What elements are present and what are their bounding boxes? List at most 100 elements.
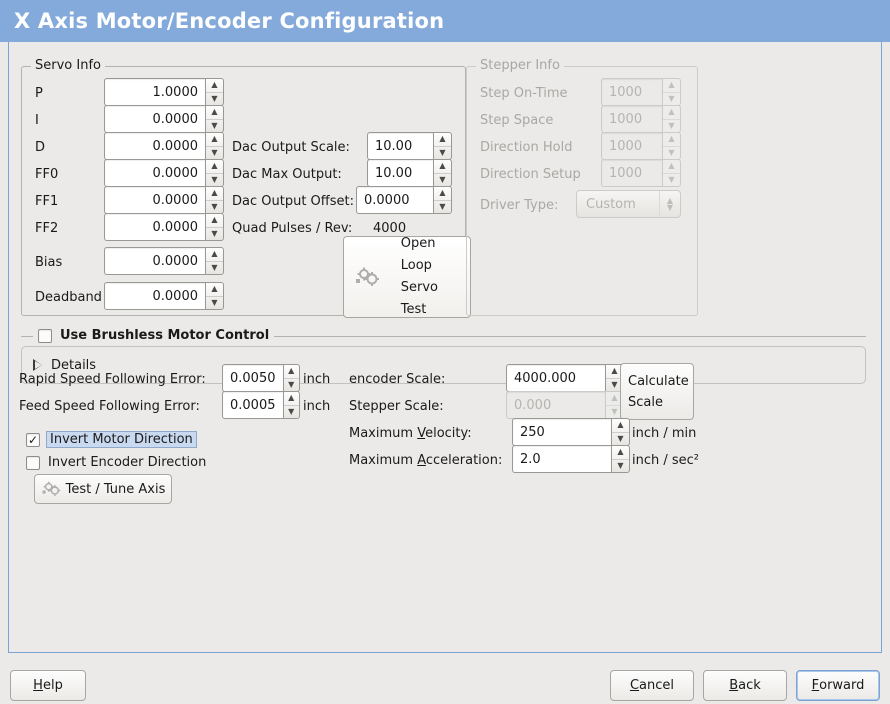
spin-maximum-acceleration[interactable]: 2.0 ▲ ▼	[512, 445, 630, 473]
invert-motor-direction-checkbox[interactable]: ✓ Invert Motor Direction	[26, 431, 197, 448]
spin-rapid-buttons[interactable]: ▲ ▼	[282, 364, 300, 392]
spin-down-icon[interactable]: ▼	[206, 172, 223, 187]
spin-ff2-buttons[interactable]: ▲ ▼	[205, 213, 224, 241]
chevron-updown-icon: ▲▼	[659, 191, 680, 217]
spin-ff0-buttons[interactable]: ▲ ▼	[205, 159, 224, 187]
spin-up-icon[interactable]: ▲	[211, 284, 218, 294]
spin-dac-output-scale[interactable]: 10.00 ▲ ▼	[367, 132, 452, 160]
spin-d-value[interactable]: 0.0000	[104, 132, 205, 160]
spin-up-icon[interactable]: ▲	[211, 161, 218, 171]
spin-up-icon[interactable]: ▲	[288, 366, 295, 376]
spin-dac-max-output-buttons[interactable]: ▲ ▼	[433, 159, 452, 187]
spin-down-icon[interactable]: ▼	[206, 226, 223, 241]
spin-p[interactable]: 1.0000 ▲ ▼	[104, 78, 224, 106]
spin-maximum-acceleration-value[interactable]: 2.0	[512, 445, 611, 473]
spin-d[interactable]: 0.0000 ▲ ▼	[104, 132, 224, 160]
spin-i-value[interactable]: 0.0000	[104, 105, 205, 133]
spin-up-icon[interactable]: ▲	[617, 420, 624, 430]
label-p: P	[35, 86, 43, 101]
spin-p-buttons[interactable]: ▲ ▼	[205, 78, 224, 106]
spin-down-icon[interactable]: ▼	[434, 199, 451, 214]
spin-down-icon[interactable]: ▼	[206, 118, 223, 133]
spin-i[interactable]: 0.0000 ▲ ▼	[104, 105, 224, 133]
spin-up-icon[interactable]: ▲	[211, 80, 218, 90]
spin-down-icon[interactable]: ▼	[283, 404, 299, 419]
spin-ff2[interactable]: 0.0000 ▲ ▼	[104, 213, 224, 241]
spin-deadband-buttons[interactable]: ▲ ▼	[205, 282, 224, 310]
spin-up-icon[interactable]: ▲	[439, 188, 446, 198]
servo-info-legend: Servo Info	[31, 58, 105, 74]
spin-ff2-value[interactable]: 0.0000	[104, 213, 205, 241]
checkbox-box[interactable]	[38, 328, 52, 343]
spin-up-icon[interactable]: ▲	[439, 161, 446, 171]
spin-feed-speed-following-error[interactable]: 0.0005 ▲ ▼	[222, 391, 300, 419]
spin-ff1-buttons[interactable]: ▲ ▼	[205, 186, 224, 214]
spin-up-icon[interactable]: ▲	[211, 188, 218, 198]
spin-step-on-time: 1000 ▲ ▼	[601, 78, 681, 106]
spin-ff0[interactable]: 0.0000 ▲ ▼	[104, 159, 224, 187]
spin-i-buttons[interactable]: ▲ ▼	[205, 105, 224, 133]
spin-down-icon[interactable]: ▼	[206, 295, 223, 310]
spin-up-icon[interactable]: ▲	[211, 215, 218, 225]
chevron-right-icon[interactable]	[33, 359, 42, 371]
spin-dac-output-offset-buttons[interactable]: ▲ ▼	[433, 186, 452, 214]
checkbox-box[interactable]: ✓	[26, 432, 40, 447]
spin-down-icon[interactable]: ▼	[206, 199, 223, 214]
spin-up-icon[interactable]: ▲	[439, 134, 446, 144]
spin-deadband[interactable]: 0.0000 ▲ ▼	[104, 282, 224, 310]
spin-maximum-velocity[interactable]: 250 ▲ ▼	[512, 418, 630, 446]
spin-bias[interactable]: 0.0000 ▲ ▼	[104, 247, 224, 275]
spin-maximum-acceleration-buttons[interactable]: ▲ ▼	[611, 445, 630, 473]
spin-up-icon[interactable]: ▲	[211, 249, 218, 259]
spin-down-icon[interactable]: ▼	[434, 145, 451, 160]
spin-up-icon[interactable]: ▲	[288, 393, 295, 403]
spin-dac-output-offset[interactable]: 0.0000 ▲ ▼	[356, 186, 452, 214]
use-brushless-motor-control-checkbox[interactable]: Use Brushless Motor Control	[33, 328, 275, 343]
invert-encoder-direction-checkbox[interactable]: Invert Encoder Direction	[26, 455, 206, 470]
spin-bias-value[interactable]: 0.0000	[104, 247, 205, 275]
spin-up-icon[interactable]: ▲	[611, 366, 618, 376]
spin-dac-max-output[interactable]: 10.00 ▲ ▼	[367, 159, 452, 187]
spin-feed-buttons[interactable]: ▲ ▼	[282, 391, 300, 419]
calculate-scale-button[interactable]: Calculate Scale	[620, 363, 694, 420]
spin-encoder-scale[interactable]: 4000.000 ▲ ▼	[506, 364, 624, 392]
spin-feed-speed-following-error-value[interactable]: 0.0005	[222, 391, 283, 419]
spin-ff1[interactable]: 0.0000 ▲ ▼	[104, 186, 224, 214]
spin-p-value[interactable]: 1.0000	[104, 78, 205, 106]
spin-down-icon[interactable]: ▼	[612, 458, 629, 473]
spin-down-icon[interactable]: ▼	[206, 145, 223, 160]
spin-dac-output-scale-buttons[interactable]: ▲ ▼	[433, 132, 452, 160]
spin-encoder-scale-value[interactable]: 4000.000	[506, 364, 605, 392]
spin-maximum-velocity-value[interactable]: 250	[512, 418, 611, 446]
spin-deadband-value[interactable]: 0.0000	[104, 282, 205, 310]
open-loop-servo-test-button[interactable]: Open Loop Servo Test	[343, 236, 471, 318]
spin-ff0-value[interactable]: 0.0000	[104, 159, 205, 187]
spin-down-icon[interactable]: ▼	[283, 377, 299, 392]
label-encoder-scale: encoder Scale:	[349, 372, 446, 387]
spin-down-icon[interactable]: ▼	[434, 172, 451, 187]
spin-rapid-speed-following-error[interactable]: 0.0050 ▲ ▼	[222, 364, 300, 392]
spin-up-icon[interactable]: ▲	[211, 107, 218, 117]
spin-d-buttons[interactable]: ▲ ▼	[205, 132, 224, 160]
spin-ff1-value[interactable]: 0.0000	[104, 186, 205, 214]
spin-maximum-velocity-buttons[interactable]: ▲ ▼	[611, 418, 630, 446]
spin-down-icon[interactable]: ▼	[206, 260, 223, 275]
details-expander[interactable]: Details	[31, 354, 96, 376]
spin-bias-buttons[interactable]: ▲ ▼	[205, 247, 224, 275]
spin-down-icon[interactable]: ▼	[606, 377, 623, 392]
spin-rapid-speed-following-error-value[interactable]: 0.0050	[222, 364, 283, 392]
checkbox-box[interactable]	[26, 455, 40, 470]
spin-up-icon[interactable]: ▲	[617, 447, 624, 457]
spin-up-icon[interactable]: ▲	[211, 134, 218, 144]
spin-dac-max-output-value[interactable]: 10.00	[367, 159, 433, 187]
spin-dac-output-offset-value[interactable]: 0.0000	[356, 186, 433, 214]
spin-down-icon[interactable]: ▼	[612, 431, 629, 446]
spin-down-icon: ▼	[663, 172, 680, 187]
spin-down-icon[interactable]: ▼	[206, 91, 223, 106]
spin-dac-output-scale-value[interactable]: 10.00	[367, 132, 433, 160]
test-tune-axis-button[interactable]: Test / Tune Axis	[34, 474, 172, 504]
